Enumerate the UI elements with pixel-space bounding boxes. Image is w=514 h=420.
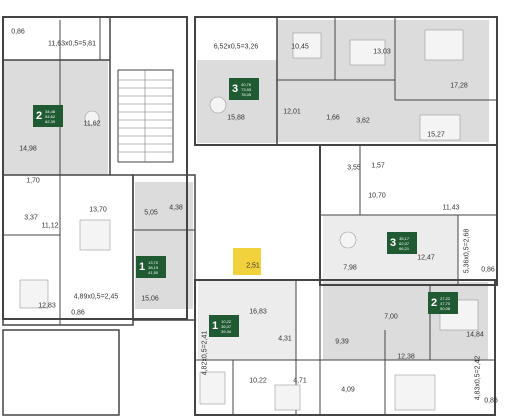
apartment-badge-3-right: 3 35,17 62,07 66,21 (387, 232, 417, 254)
room-label: 14,98 (19, 145, 37, 153)
room-label: 2,51 (246, 262, 260, 270)
room-label: 11,43 (442, 204, 460, 212)
room-label: 4,83x0,5=2,42 (474, 355, 482, 401)
room-label: 0,86 (481, 266, 495, 274)
room-label: 3,62 (356, 117, 370, 125)
room-label: 16,83 (249, 308, 267, 316)
room-label: 10,22 (249, 377, 267, 385)
room-label: 13,03 (373, 48, 391, 56)
apartment-badge-1-center: 1 13,70 38,19 41,50 (136, 256, 166, 278)
room-label: 10,45 (291, 43, 309, 51)
room-label: 4,82x0,5=2,41 (201, 330, 209, 376)
room-label: 17,28 (450, 82, 468, 90)
room-label: 12,83 (38, 302, 56, 310)
room-label: 14,84 (466, 331, 484, 339)
room-label: 4,89x0,5=2,45 (73, 293, 119, 301)
apartment-3-top-fill (197, 60, 277, 143)
room-label: 15,88 (227, 114, 245, 122)
apartment-badge-1-bottom: 1 10,22 36,07 39,34 (209, 315, 239, 337)
room-label: 15,27 (427, 131, 445, 139)
room-label: 5,05 (144, 209, 158, 217)
room-label: 7,98 (343, 264, 357, 272)
apartment-badge-3-top: 3 40,76 73,93 78,05 (229, 78, 259, 100)
room-label: 5,36x0,5=2,68 (463, 228, 471, 274)
room-label: 0,86 (71, 309, 85, 317)
room-label: 11,62 (83, 120, 101, 128)
stairwell (117, 69, 174, 163)
room-label: 4,71 (293, 377, 307, 385)
room-label: 0,86 (11, 28, 25, 36)
storage-highlight (233, 248, 261, 275)
room-label: 4,09 (341, 386, 355, 394)
room-label: 1,70 (26, 177, 40, 185)
room-label: 1,66 (326, 114, 340, 122)
room-label: 7,00 (384, 313, 398, 321)
room-label: 11,12 (41, 222, 59, 230)
room-label: 12,38 (397, 353, 415, 361)
room-label: 15,06 (141, 295, 159, 303)
room-label: 9,39 (335, 338, 349, 346)
room-label: 13,70 (89, 206, 107, 214)
apartment-1-center-fill (135, 182, 193, 309)
room-label: 6,52x0,5=3,26 (213, 43, 259, 51)
room-label: 10,70 (368, 192, 386, 200)
room-label: 0,86 (484, 397, 498, 405)
room-label: 1,57 (371, 162, 385, 170)
room-label: 12,47 (417, 254, 435, 262)
room-label: 4,38 (169, 204, 183, 212)
room-label: 4,31 (278, 335, 292, 343)
room-label: 3,55 (347, 164, 361, 172)
room-label: 12,01 (283, 108, 301, 116)
room-label: 11,63x0,5=5,81 (48, 40, 96, 48)
apartment-badge-2-right: 2 27,22 47,70 50,08 (428, 292, 458, 314)
room-label: 3,37 (24, 214, 38, 222)
apartment-badge-2-left: 2 34,48 54,62 62,39 (33, 105, 63, 127)
